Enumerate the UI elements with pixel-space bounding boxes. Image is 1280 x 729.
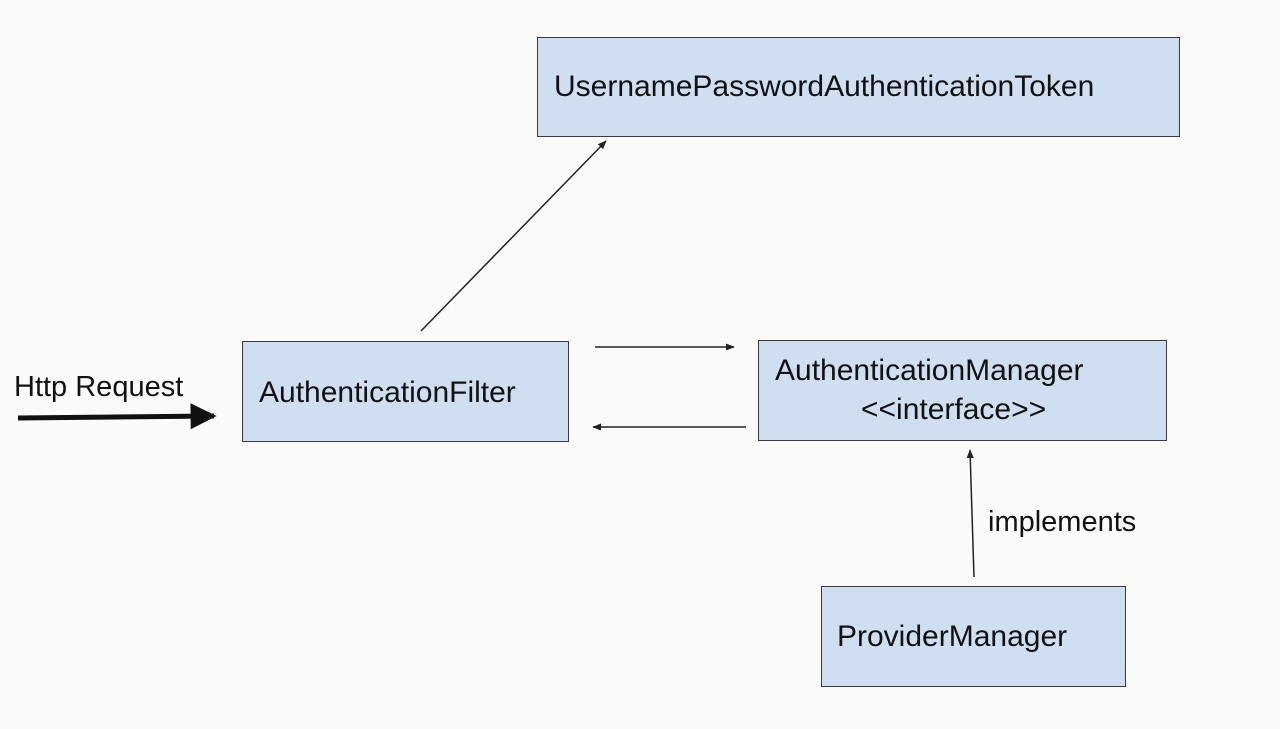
filter-to-token-arrow (420, 140, 607, 332)
authentication-manager-label: AuthenticationManager (775, 354, 1084, 387)
implements-label: implements (988, 506, 1137, 538)
token-label: UsernamePasswordAuthenticationToken (554, 70, 1095, 103)
http-request-arrow (17, 403, 217, 430)
authentication-filter-box: AuthenticationFilter (242, 341, 569, 442)
implements-arrow (966, 449, 975, 578)
provider-manager-label: ProviderManager (837, 620, 1068, 653)
http-request-label: Http Request (14, 371, 184, 403)
provider-manager-box: ProviderManager (821, 586, 1126, 687)
token-box: UsernamePasswordAuthenticationToken (537, 37, 1180, 137)
authentication-manager-box: AuthenticationManager <<interface>> (758, 340, 1167, 441)
authentication-filter-label: AuthenticationFilter (259, 376, 516, 409)
authentication-manager-stereotype: <<interface>> (861, 393, 1047, 426)
